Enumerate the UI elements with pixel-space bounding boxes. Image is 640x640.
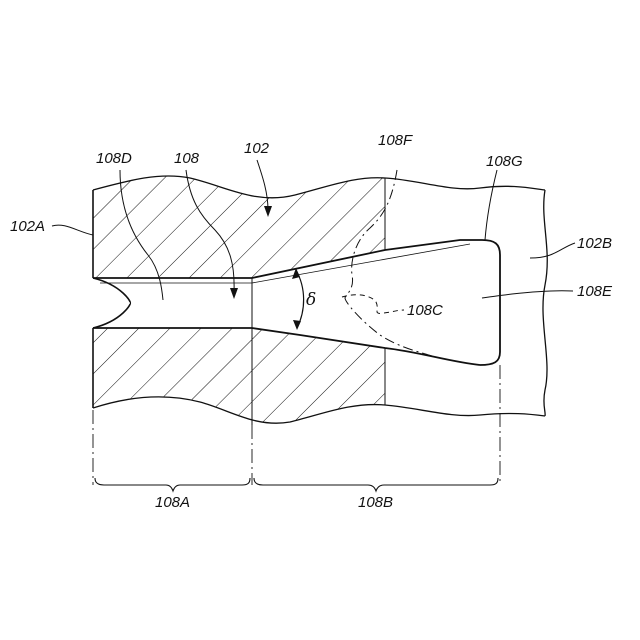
leader-102B: [530, 243, 575, 258]
label-108C: 108C: [407, 302, 443, 319]
leader-108G: [485, 170, 497, 240]
label-108G: 108G: [486, 153, 523, 170]
label-angle-delta: δ: [306, 290, 316, 310]
label-108: 108: [174, 150, 200, 167]
inlet-meniscus: [93, 278, 130, 328]
right-break-line: [543, 190, 547, 416]
leader-102A: [52, 225, 93, 235]
dimension-bracket-108A: [95, 478, 250, 491]
line-108C-dashed: [342, 295, 404, 314]
angle-arc: [296, 270, 304, 328]
leader-108E: [482, 291, 573, 298]
label-108E: 108E: [577, 283, 613, 300]
upper-hatched-body: [93, 176, 385, 278]
label-102A: 102A: [10, 218, 45, 235]
angle-arrow-bottom: [293, 320, 301, 330]
label-102: 102: [244, 140, 270, 157]
label-108D: 108D: [96, 150, 132, 167]
label-108A: 108A: [155, 494, 190, 511]
label-108F: 108F: [378, 132, 413, 149]
dimension-bracket-108B: [254, 478, 498, 491]
leader-108-arrow: [230, 288, 238, 299]
label-108B: 108B: [358, 494, 393, 511]
label-102B: 102B: [577, 235, 612, 252]
outlet-end: [480, 240, 500, 365]
